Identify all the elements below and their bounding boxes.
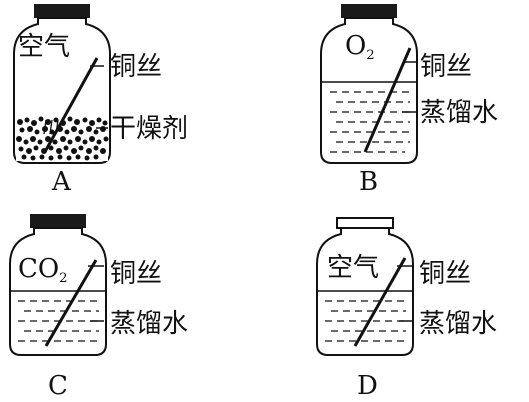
jar-d-letter: D <box>357 371 378 401</box>
jar-d-wire-label: 铜丝 <box>419 259 471 289</box>
jar-c: CO2 铜丝 蒸馏水 C <box>9 214 188 401</box>
jar-a-cap <box>34 4 90 18</box>
jar-d-body <box>316 227 414 356</box>
jar-b: O2 铜丝 蒸馏水 B <box>320 4 498 197</box>
jar-a-copper-wire <box>44 57 99 151</box>
jar-a: 空气 铜丝 干燥剂 A <box>13 4 188 197</box>
jar-c-wire-label: 铜丝 <box>110 259 162 289</box>
jar-c-gas-label: CO2 <box>18 254 68 286</box>
jar-a-letter: A <box>51 167 72 197</box>
jar-d-copper-wire <box>353 257 407 347</box>
jar-c-copper-wire <box>44 259 98 347</box>
jar-d-gas-label: 空气 <box>327 253 379 283</box>
jar-b-bottom-label: 蒸馏水 <box>420 98 498 128</box>
jar-c-letter: C <box>48 371 68 401</box>
jar-c-bottom-label: 蒸馏水 <box>110 309 188 339</box>
jar-d-open-mouth <box>336 217 394 229</box>
jar-a-gas-label: 空气 <box>18 32 70 62</box>
jar-c-body <box>9 227 107 356</box>
jar-b-letter: B <box>359 167 378 197</box>
jar-a-bottom-label: 干燥剂 <box>110 114 188 144</box>
jar-c-cap <box>30 214 86 228</box>
jar-b-copper-wire <box>363 47 412 153</box>
jar-b-cap <box>341 4 397 18</box>
jar-a-desiccant <box>16 116 109 161</box>
jar-b-wire-label: 铜丝 <box>420 52 472 82</box>
jar-a-body <box>13 17 111 164</box>
jar-a-wire-label: 铜丝 <box>110 52 162 82</box>
jar-d: 空气 铜丝 蒸馏水 D <box>316 217 497 401</box>
jar-c-water-dashes <box>18 300 99 342</box>
jar-b-gas-label: O2 <box>345 31 375 63</box>
jar-b-water-dashes <box>330 91 410 153</box>
jar-d-bottom-label: 蒸馏水 <box>419 309 497 339</box>
jar-b-body <box>320 17 418 164</box>
jar-d-water-dashes <box>325 300 406 342</box>
